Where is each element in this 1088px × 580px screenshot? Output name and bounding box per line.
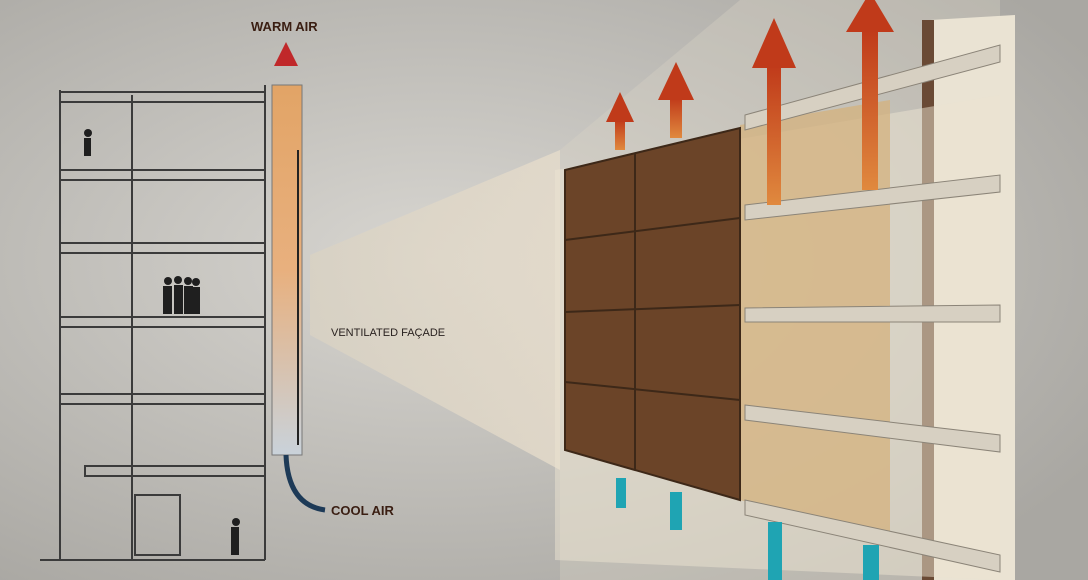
zoom-cone <box>310 150 560 470</box>
building-section <box>40 85 266 561</box>
warm-air-arrow-icon <box>274 42 298 66</box>
warm-air-arrow-icon <box>752 18 796 205</box>
rails <box>744 44 1001 573</box>
warm-air-label: WARM AIR <box>251 19 318 34</box>
cool-air-flow <box>283 454 326 513</box>
ventilated-facade-label: VENTILATED FAÇADE <box>331 327 445 339</box>
facade-detail <box>555 0 1015 580</box>
floor-slabs <box>40 91 266 561</box>
people <box>84 129 240 555</box>
cool-air-label: COOL AIR <box>331 503 394 518</box>
warm-air-arrow-icon <box>846 0 894 190</box>
warm-air-arrow-icon <box>658 62 694 138</box>
warm-air-arrows <box>606 0 894 205</box>
ventilated-cavity <box>271 42 326 513</box>
cladding-panels <box>564 126 741 502</box>
cool-air-inlets <box>616 478 879 580</box>
warm-air-arrow-icon <box>606 92 634 150</box>
